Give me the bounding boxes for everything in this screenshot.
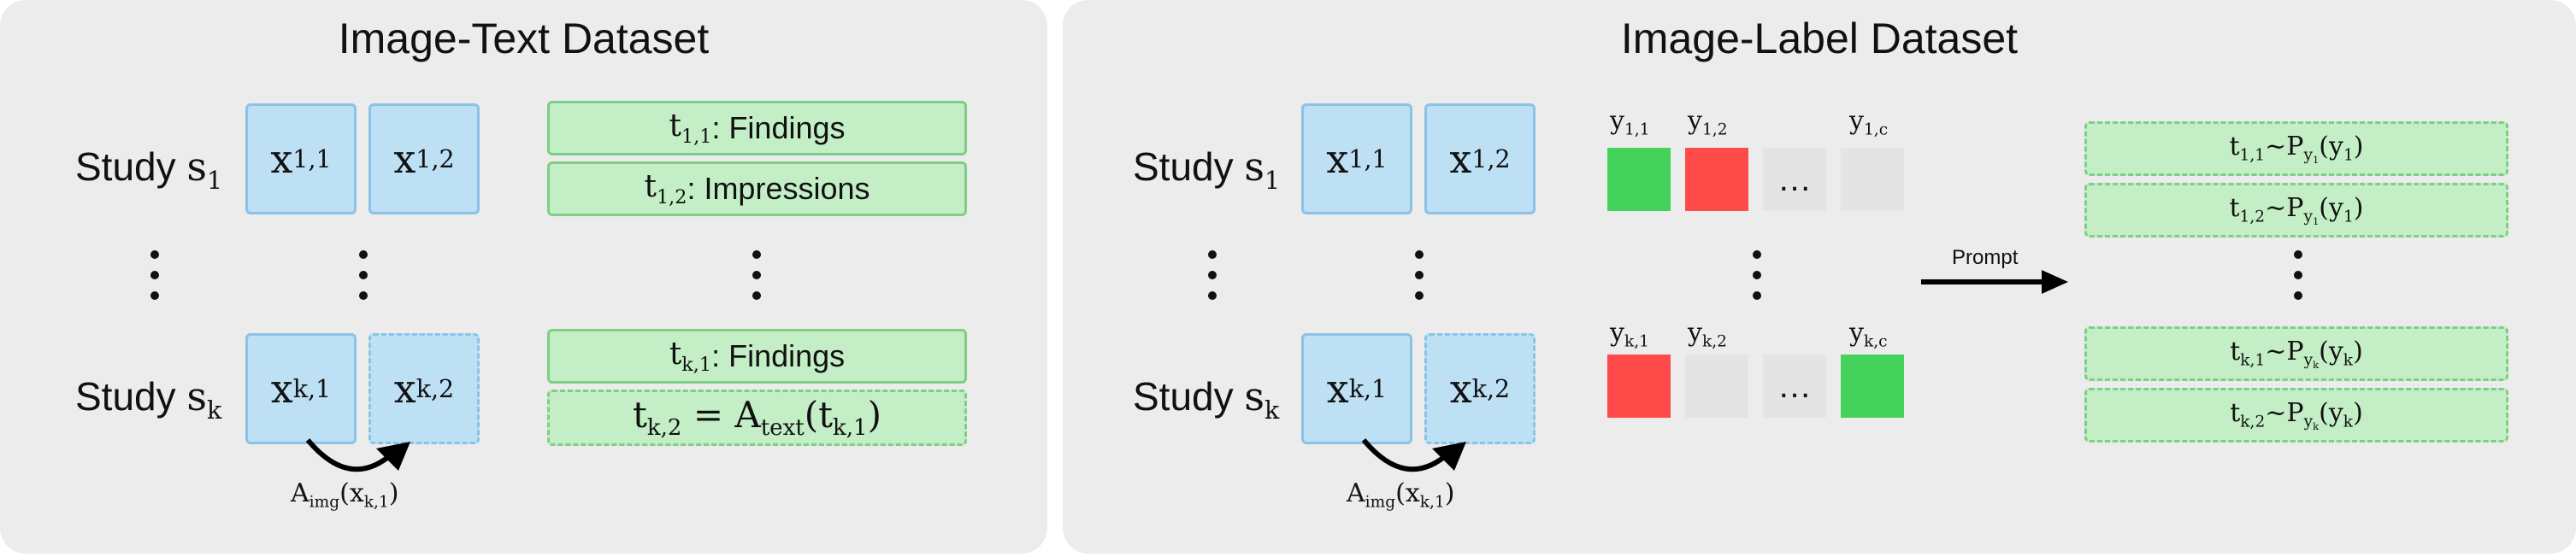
vdots-images [1415,250,1424,312]
label-negative-square [1685,148,1748,211]
generated-text-t12: t1,2~Py1(y1) [2084,183,2508,237]
panel-title: Image-Text Dataset [338,15,710,62]
label-y1c: y1,c [1849,106,1889,139]
text-t11-findings: t1,1: Findings [547,101,967,155]
augmented-text-tk2: tk,2 = Atext(tk,1) [547,390,967,446]
label-yk1: yk,1 [1610,318,1649,351]
study-1-label: Study s1 [75,144,223,195]
generated-text-tk2: tk,2~Pyk(yk) [2084,388,2508,443]
text-tk1-findings: tk,1: Findings [547,329,967,384]
label-ykc: yk,c [1849,318,1888,351]
label-negative-square [1607,355,1671,418]
vdots-study [1208,250,1217,312]
generated-text-t11: t1,1~Py1(y1) [2084,121,2508,176]
study-1-label: Study s1 [1133,144,1281,195]
prompt-arrow [1921,270,2068,294]
image-augmentation-arrow [305,438,410,472]
label-y11: y1,1 [1610,106,1650,139]
generated-text-tk1: tk,1~Pyk(yk) [2084,326,2508,381]
image-augmentation-caption: Aimg(xk,1) [1347,478,1455,512]
panel-title: Image-Label Dataset [1620,15,2019,62]
text-t12-impressions: t1,2: Impressions [547,161,967,216]
label-ellipsis-square: … [1763,355,1826,418]
prompt-label: Prompt [1952,246,2019,269]
label-ellipsis-square: … [1763,148,1826,211]
label-unknown-square [1841,148,1904,211]
label-yk2: yk,2 [1688,318,1727,351]
vdots-outputs [2294,250,2302,312]
label-y12: y1,2 [1688,106,1728,139]
vdots-study [150,250,159,312]
vdots-texts [752,250,761,312]
study-k-label: Study sk [1133,373,1280,425]
image-augmentation-arrow [1361,438,1466,472]
vdots-images [359,250,368,312]
study-k-label: Study sk [75,373,222,425]
label-positive-square [1607,148,1671,211]
label-unknown-square [1685,355,1748,418]
image-augmentation-caption: Aimg(xk,1) [291,478,399,512]
vdots-labels [1753,250,1761,312]
label-positive-square [1841,355,1904,418]
